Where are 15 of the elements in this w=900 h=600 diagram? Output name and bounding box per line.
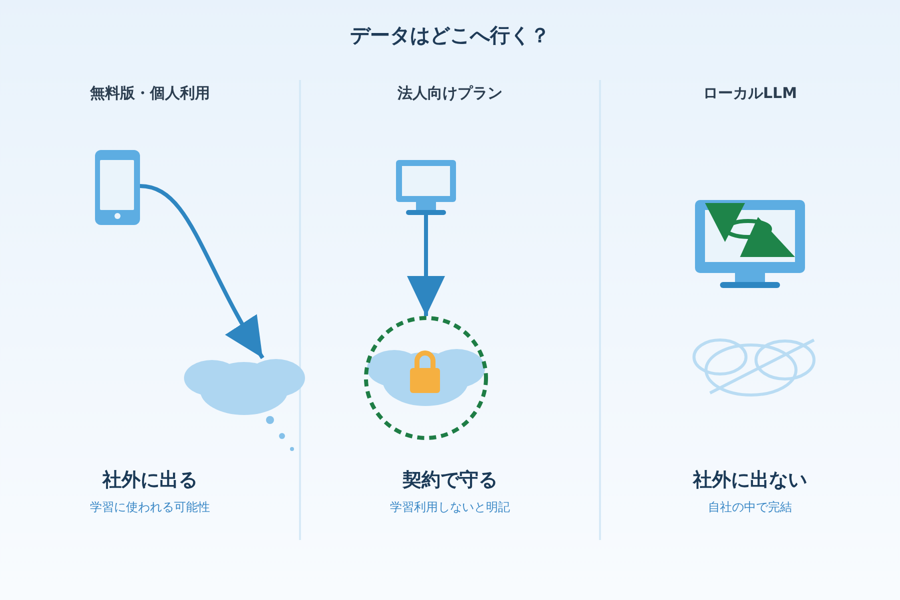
result-note: 学習利用しないと明記 — [390, 501, 510, 515]
arrow — [140, 184, 264, 360]
column-heading: 無料版・個人利用 — [90, 85, 210, 102]
result-note: 学習に使われる可能性 — [90, 501, 210, 515]
monitor-icon — [396, 160, 456, 215]
smartphone-icon — [95, 150, 140, 225]
result-heading: 契約で守る — [402, 470, 498, 492]
column-heading: 法人向けプラン — [398, 85, 502, 102]
cloud-icon — [184, 358, 305, 415]
result-heading: 社外に出る — [102, 470, 198, 492]
result-heading: 社外に出ない — [693, 470, 807, 492]
column-heading: ローカルLLM — [702, 85, 798, 102]
arrow — [407, 215, 445, 316]
result-note: 自社の中で完結 — [708, 501, 792, 515]
title: データはどこへ行く？ — [350, 24, 550, 47]
